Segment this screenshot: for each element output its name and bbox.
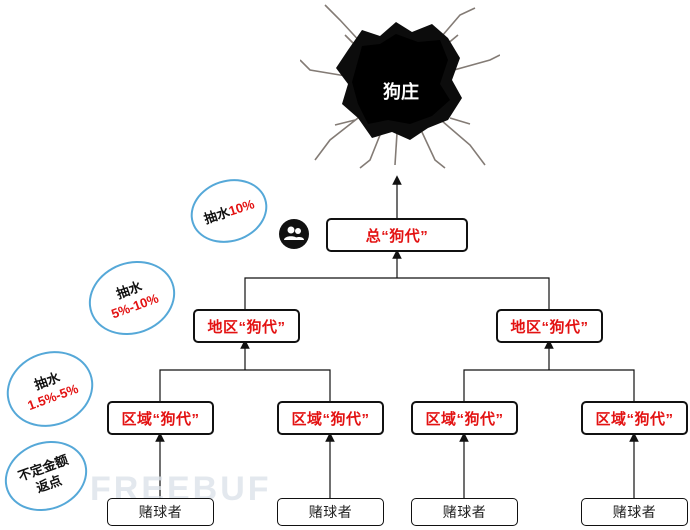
- cracked-hole-icon: [300, 4, 500, 169]
- top-label: 狗庄: [383, 82, 419, 102]
- area-agent-box: 区域“狗代”: [107, 401, 214, 435]
- player-box: 赌球者: [581, 498, 688, 526]
- area-agent-box: 区域“狗代”: [411, 401, 518, 435]
- player-box: 赌球者: [107, 498, 214, 526]
- bubble-percent: 10%: [226, 195, 257, 219]
- area-agent-box: 区域“狗代”: [581, 401, 688, 435]
- player-box: 赌球者: [277, 498, 384, 526]
- users-group-icon: [279, 219, 309, 249]
- general-agent-box: 总“狗代”: [326, 218, 468, 252]
- player-box: 赌球者: [411, 498, 518, 526]
- regional-agent-box: 地区“狗代”: [193, 309, 300, 343]
- regional-agent-box: 地区“狗代”: [496, 309, 603, 343]
- area-agent-box: 区域“狗代”: [277, 401, 384, 435]
